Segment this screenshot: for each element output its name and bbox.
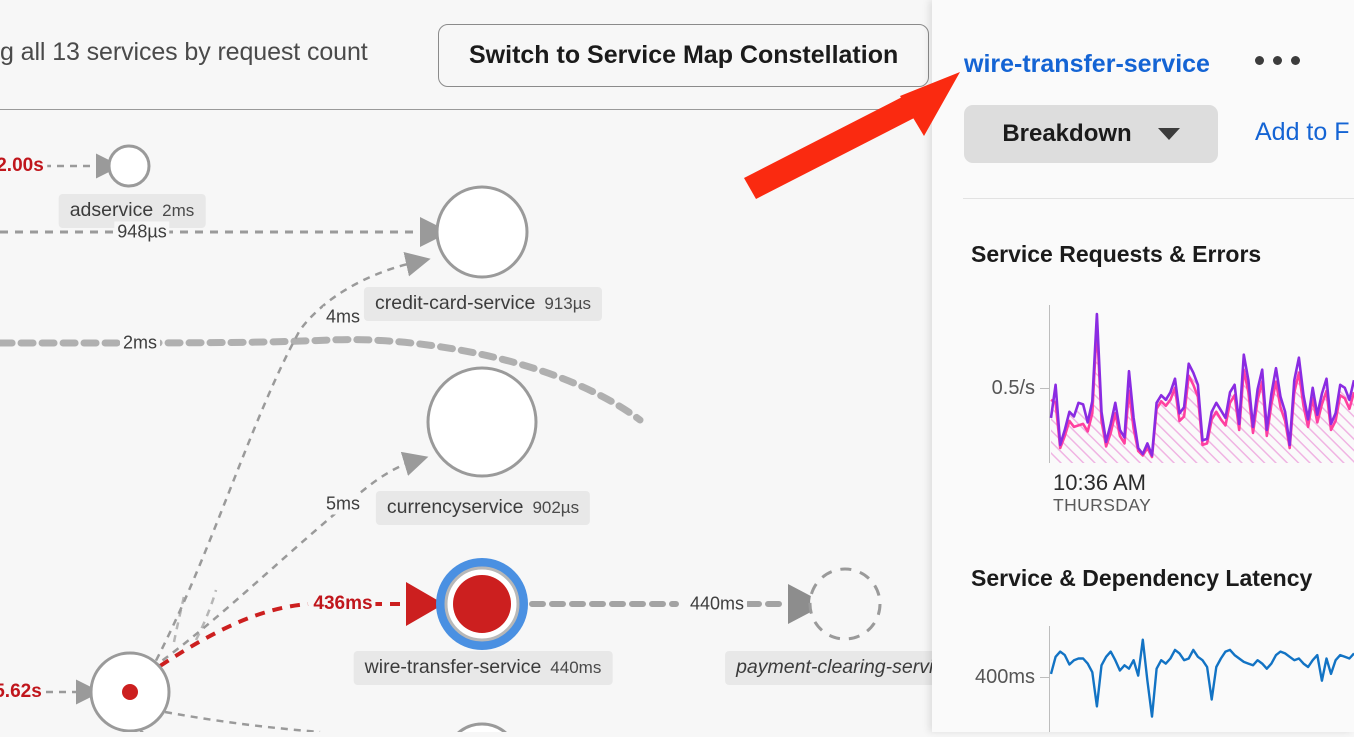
chevron-down-icon bbox=[1157, 128, 1180, 140]
add-to-favorites-link[interactable]: Add to F bbox=[1255, 118, 1350, 146]
overflow-dot bbox=[1291, 56, 1300, 65]
latency-chart-ytick-label: 400ms bbox=[974, 666, 1035, 688]
panel-service-title-link[interactable]: wire-transfer-service bbox=[964, 50, 1210, 78]
breakdown-dropdown-button[interactable]: Breakdown bbox=[964, 105, 1218, 163]
requests-chart-ytick-label: 0.5/s bbox=[991, 377, 1035, 399]
section-title-requests-errors: Service Requests & Errors bbox=[971, 241, 1262, 267]
node-name: credit-card-service bbox=[374, 292, 536, 314]
latency-chart[interactable] bbox=[1048, 626, 1354, 732]
node-label-currencyservice[interactable]: currencyservice 902µs bbox=[375, 491, 591, 525]
requests-errors-chart[interactable] bbox=[1048, 305, 1354, 463]
edge-label-2ms: 2ms bbox=[119, 332, 161, 354]
node-name: wire-transfer-service bbox=[364, 656, 542, 678]
edge-label-436ms: 436ms bbox=[310, 593, 376, 615]
header-divider bbox=[0, 109, 932, 110]
node-name: currencyservice bbox=[386, 496, 524, 518]
services-summary-text: g all 13 services by request count bbox=[0, 38, 368, 66]
edge-label-440ms: 440ms bbox=[686, 593, 748, 615]
latency-chart-ytick-mark bbox=[1040, 677, 1049, 678]
overflow-dot bbox=[1273, 56, 1282, 65]
node-label-credit-card-service[interactable]: credit-card-service 913µs bbox=[363, 287, 603, 321]
service-map-canvas[interactable]: adservice 2ms credit-card-service 913µs … bbox=[0, 0, 932, 732]
edge-label-error-562s: 5.62s bbox=[0, 681, 45, 703]
overflow-menu-icon[interactable] bbox=[1255, 56, 1300, 65]
switch-to-constellation-button[interactable]: Switch to Service Map Constellation bbox=[438, 24, 930, 87]
breakdown-label: Breakdown bbox=[1002, 120, 1132, 147]
node-duration: 2ms bbox=[162, 201, 195, 220]
node-label-adservice[interactable]: adservice 2ms bbox=[58, 194, 206, 228]
node-label-payment-clearing-service[interactable]: payment-clearing-service bbox=[725, 651, 932, 685]
requests-chart-day-label: THURSDAY bbox=[1053, 495, 1152, 515]
node-duration: 913µs bbox=[544, 294, 592, 313]
section-title-latency: Service & Dependency Latency bbox=[971, 565, 1313, 591]
node-label-wire-transfer-service[interactable]: wire-transfer-service 440ms bbox=[353, 651, 613, 685]
requests-chart-time-label: 10:36 AM bbox=[1053, 470, 1146, 495]
panel-divider bbox=[963, 198, 1354, 199]
edge-label-4ms: 4ms bbox=[322, 306, 364, 328]
latency-chart-svg bbox=[1048, 626, 1354, 732]
map-header: g all 13 services by request count Switc… bbox=[0, 0, 932, 110]
edge-label-5ms: 5ms bbox=[322, 493, 364, 515]
edge-label-948us: 948µs bbox=[114, 221, 170, 243]
service-map-edges bbox=[0, 144, 882, 732]
node-duration: 440ms bbox=[550, 658, 602, 677]
requests-chart-ytick-mark bbox=[1040, 388, 1049, 389]
requests-errors-chart-svg bbox=[1048, 305, 1354, 463]
edge-label-error-2s: 2.00s bbox=[0, 155, 47, 177]
overflow-dot bbox=[1255, 56, 1264, 65]
node-name: payment-clearing-service bbox=[736, 656, 932, 678]
node-duration: 902µs bbox=[532, 498, 580, 517]
node-name: adservice bbox=[69, 199, 154, 221]
